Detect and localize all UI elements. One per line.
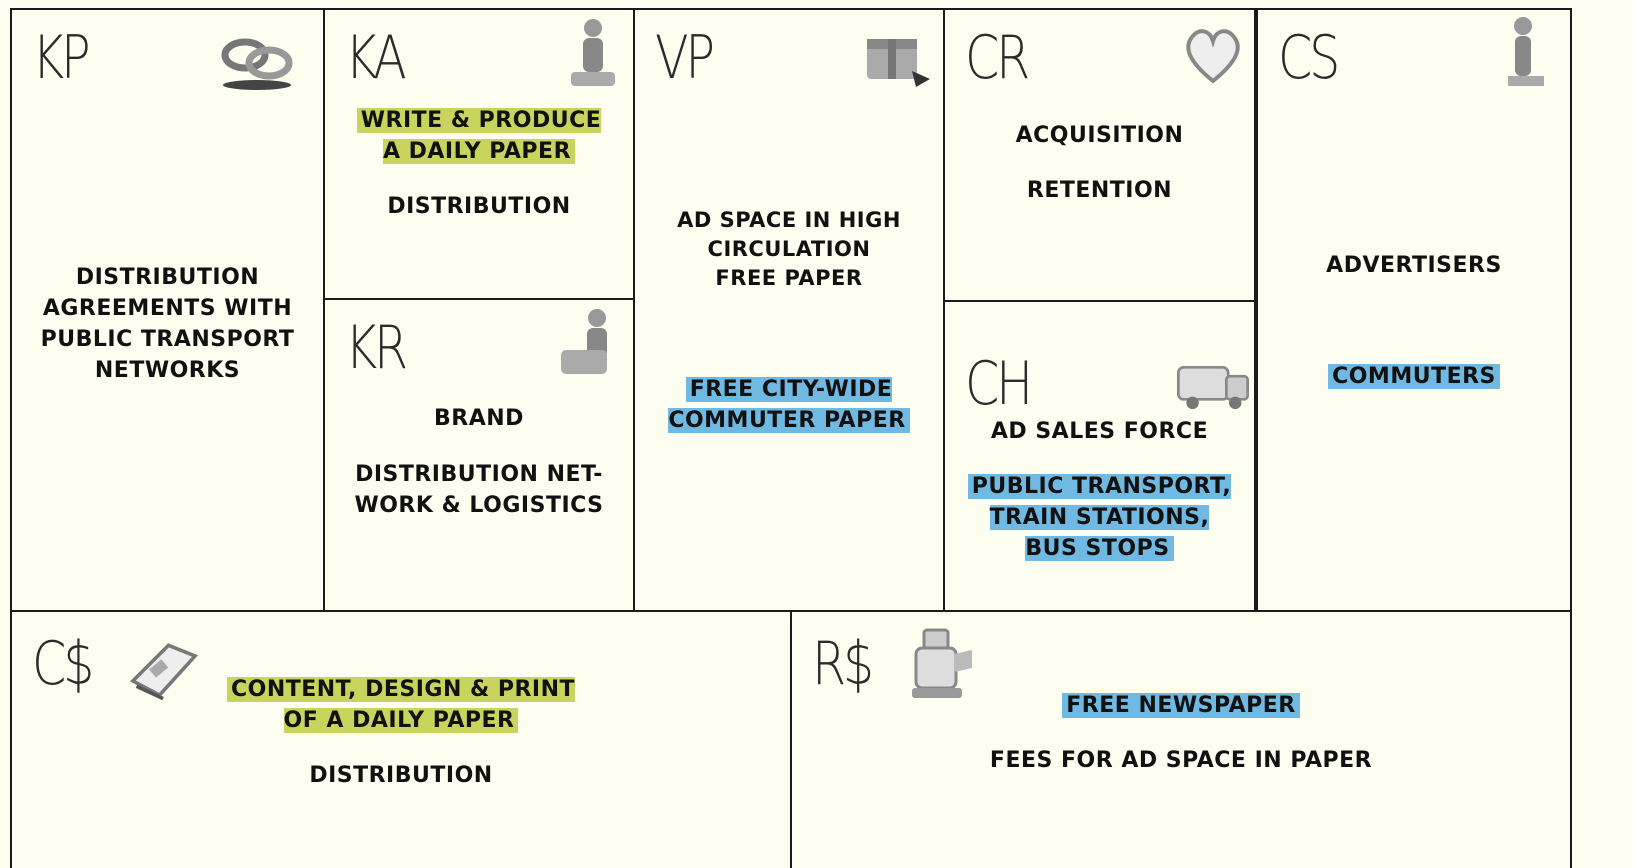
- factory-worker-icon: [550, 304, 630, 384]
- block-code: KA: [345, 23, 407, 93]
- gift-icon: [857, 18, 937, 98]
- vp-item-2: FREE CITY-WIDE COMMUTER PAPER: [635, 374, 943, 436]
- key-partners-block: KP DISTRIBUTION AGREEMENTS WITH PUBLIC T…: [10, 8, 325, 612]
- highlighted-text: FREE NEWSPAPER: [1062, 693, 1300, 718]
- cost-structure-block: C$ CONTENT, DESIGN & PRINT OF A DAILY PA…: [10, 610, 792, 868]
- kr-item-2: DISTRIBUTION NET- WORK & LOGISTICS: [354, 462, 604, 518]
- highlighted-text: CONTENT, DESIGN & PRINT OF A DAILY PAPER: [226, 677, 576, 733]
- ch-item-1: AD SALES FORCE: [990, 419, 1209, 444]
- channels-block: CH AD SALES FORCE PUBLIC TRANSPORT, TRAI…: [943, 300, 1256, 612]
- block-code: KR: [345, 313, 408, 383]
- highlighted-text: COMMUTERS: [1328, 364, 1500, 389]
- chain-links-icon: [217, 20, 297, 100]
- kr-item-1: BRAND: [434, 406, 524, 431]
- block-code: CS: [1278, 23, 1340, 93]
- block-code: CR: [965, 23, 1030, 93]
- key-resources-block: KR BRAND DISTRIBUTION NET- WORK & LOGIST…: [323, 298, 635, 612]
- truck-icon: [1173, 346, 1253, 426]
- block-code: C$: [32, 629, 94, 699]
- cost-item-2: DISTRIBUTION: [309, 763, 493, 788]
- revenue-streams-block: R$ FREE NEWSPAPER FEES FOR AD SPACE IN P…: [790, 610, 1572, 868]
- block-code: KP: [32, 23, 91, 93]
- value-propositions-block: VP AD SPACE IN HIGH CIRCULATION FREE PAP…: [633, 8, 945, 612]
- vp-item-1: AD SPACE IN HIGH CIRCULATION FREE PAPER: [677, 208, 901, 290]
- rev-item-1: FREE NEWSPAPER: [792, 690, 1570, 721]
- block-code: CH: [965, 349, 1033, 419]
- price-tag-icon: [124, 632, 204, 712]
- ka-item-1: WRITE & PRODUCE A DAILY PAPER: [325, 105, 633, 167]
- highlighted-text: FREE CITY-WIDE COMMUTER PAPER: [668, 377, 910, 433]
- block-code: R$: [812, 629, 874, 699]
- ka-item-2: DISTRIBUTION: [387, 194, 571, 219]
- rev-item-2: FEES FOR AD SPACE IN PAPER: [989, 748, 1373, 773]
- highlighted-text: WRITE & PRODUCE A DAILY PAPER: [356, 108, 602, 164]
- key-activities-block: KA WRITE & PRODUCE A DAILY PAPER DISTRIB…: [323, 8, 635, 300]
- cr-item-2: RETENTION: [1026, 178, 1173, 203]
- cs-item-2: COMMUTERS: [1258, 361, 1570, 392]
- customer-segments-block: CS ADVERTISERS COMMUTERS: [1254, 8, 1572, 612]
- cs-item-1: ADVERTISERS: [1326, 253, 1502, 278]
- kp-item-1: DISTRIBUTION AGREEMENTS WITH PUBLIC TRAN…: [40, 265, 295, 383]
- person-icon: [1483, 16, 1563, 96]
- highlighted-text: PUBLIC TRANSPORT, TRAIN STATIONS, BUS ST…: [967, 474, 1232, 561]
- customer-relationships-block: CR ACQUISITION RETENTION: [943, 8, 1256, 302]
- cr-item-1: ACQUISITION: [1015, 123, 1184, 148]
- cash-register-icon: [904, 626, 984, 706]
- cost-item-1: CONTENT, DESIGN & PRINT OF A DAILY PAPER: [12, 674, 790, 736]
- block-code: VP: [655, 23, 715, 93]
- heart-icon: [1173, 16, 1253, 96]
- worker-icon: [553, 14, 633, 94]
- ch-item-2: PUBLIC TRANSPORT, TRAIN STATIONS, BUS ST…: [945, 471, 1254, 564]
